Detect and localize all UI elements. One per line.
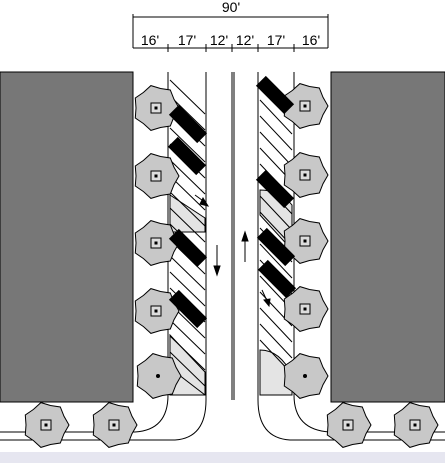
stall-line bbox=[169, 191, 206, 227]
tree-icon bbox=[134, 220, 180, 266]
tree-icon bbox=[134, 153, 180, 199]
tree-icon bbox=[134, 288, 180, 334]
car-icon bbox=[168, 228, 208, 268]
stall-line bbox=[169, 351, 206, 387]
diagonal-arrow-icon bbox=[261, 289, 271, 308]
stall-line bbox=[169, 335, 206, 371]
car-icon bbox=[167, 136, 207, 176]
parked-cars bbox=[167, 75, 297, 329]
stall-line bbox=[169, 159, 206, 195]
tree-icon bbox=[393, 402, 439, 448]
right-building bbox=[330, 71, 445, 403]
up-arrow-icon bbox=[241, 230, 249, 262]
car-icon bbox=[255, 169, 295, 209]
tree-icon bbox=[134, 85, 180, 131]
stall-line bbox=[259, 99, 293, 135]
car-icon bbox=[256, 227, 296, 267]
stall-line bbox=[259, 323, 293, 359]
tree-icon bbox=[283, 152, 329, 198]
tree-icon bbox=[283, 218, 329, 264]
segment-width-label: 17' bbox=[178, 32, 196, 48]
stall-line bbox=[169, 319, 206, 355]
stall-line bbox=[169, 79, 206, 115]
tree-icon bbox=[92, 402, 138, 448]
stall-line bbox=[169, 207, 206, 243]
tree-icon bbox=[326, 402, 372, 448]
down-arrow-icon bbox=[213, 245, 221, 277]
parking-islands bbox=[169, 189, 293, 396]
tree-icon bbox=[283, 353, 329, 399]
stall-line bbox=[259, 195, 293, 231]
car-icon bbox=[168, 289, 208, 329]
car-icon bbox=[255, 75, 295, 115]
car-icon bbox=[168, 104, 208, 144]
tree-icon bbox=[136, 353, 182, 399]
street-trees bbox=[24, 83, 439, 448]
segment-width-labels: 16' 17' 12' 12' 17' 16' bbox=[141, 32, 320, 48]
stall-line bbox=[259, 131, 293, 167]
segment-width-label: 17' bbox=[267, 32, 285, 48]
traffic-arrows bbox=[194, 194, 271, 308]
total-width-label: 90' bbox=[222, 0, 240, 15]
car-icon bbox=[257, 259, 297, 299]
stall-line bbox=[169, 255, 206, 291]
diagonal-arrow-icon bbox=[194, 194, 210, 207]
left-building bbox=[0, 71, 134, 403]
stall-line bbox=[259, 307, 293, 343]
tree-icon bbox=[283, 286, 329, 332]
stall-line bbox=[169, 271, 206, 307]
stall-line bbox=[259, 243, 293, 279]
tree-icon bbox=[24, 402, 70, 448]
stall-line bbox=[169, 127, 206, 163]
segment-width-label: 16' bbox=[141, 32, 159, 48]
dimension-string bbox=[132, 14, 329, 52]
segment-width-label: 16' bbox=[302, 32, 320, 48]
segment-width-label: 12' bbox=[236, 32, 254, 48]
stall-line bbox=[259, 115, 293, 151]
segment-width-label: 12' bbox=[210, 32, 228, 48]
bottom-band bbox=[0, 452, 445, 463]
